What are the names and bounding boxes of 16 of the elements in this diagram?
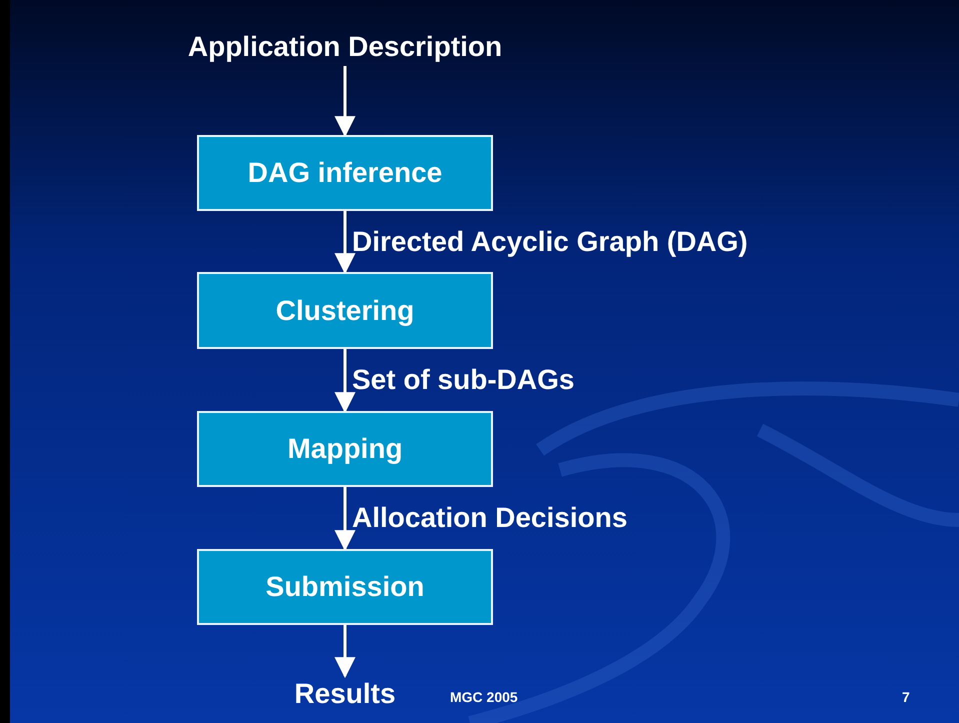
arrow — [334, 487, 356, 552]
edge-label: Directed Acyclic Graph (DAG) — [352, 226, 748, 258]
arrow — [334, 625, 356, 678]
process-box: DAG inference — [197, 135, 493, 211]
page-number: 7 — [902, 689, 910, 705]
edge-label: Allocation Decisions — [352, 502, 628, 534]
arrow — [334, 211, 356, 274]
process-box: Mapping — [197, 411, 493, 487]
flow-text: Application Description — [160, 28, 530, 66]
edge-label: Set of sub-DAGs — [352, 364, 574, 396]
arrow — [334, 349, 356, 414]
flow-text: Results — [280, 676, 410, 712]
footer-text: MGC 2005 — [450, 689, 518, 705]
arrow — [334, 66, 356, 138]
process-box: Submission — [197, 549, 493, 625]
process-box: Clustering — [197, 272, 493, 349]
